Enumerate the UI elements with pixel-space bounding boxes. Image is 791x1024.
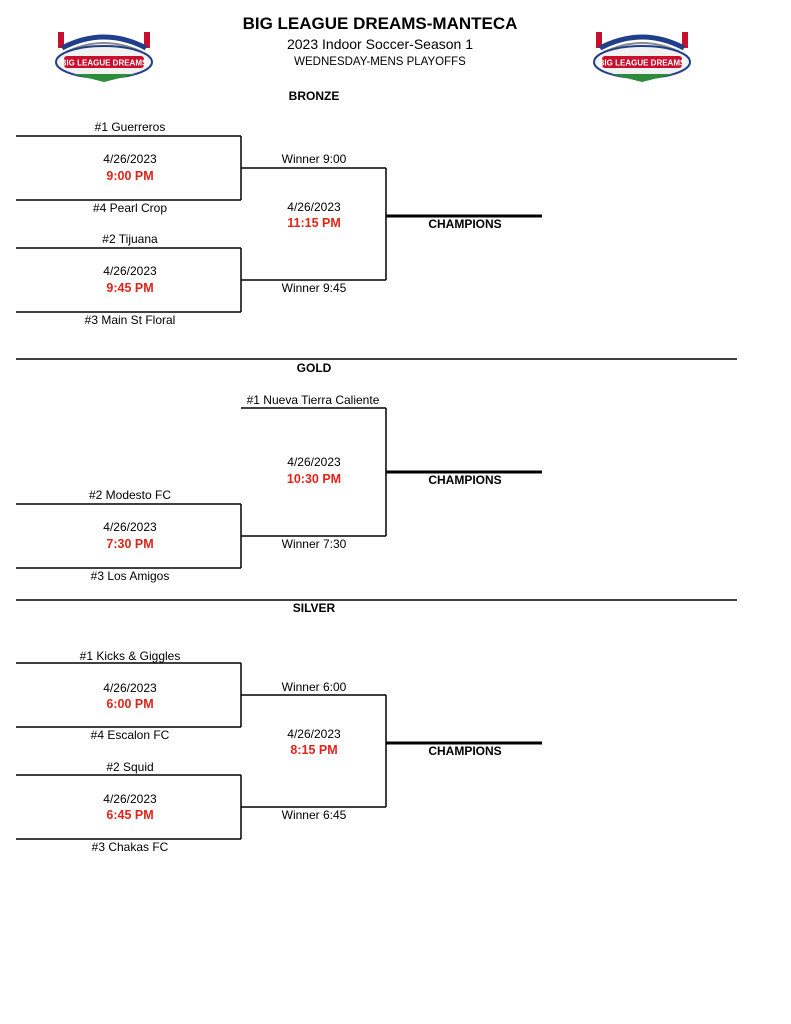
gold-final-time: 10:30 PM bbox=[286, 472, 342, 486]
silver-team4: #4 Escalon FC bbox=[90, 728, 170, 742]
silver-game1-time: 6:00 PM bbox=[106, 697, 154, 711]
silver-team3: #3 Chakas FC bbox=[91, 840, 169, 854]
logo-left-text: BIG LEAGUE DREAMS bbox=[61, 59, 148, 68]
bronze-game1-date: 4/26/2023 bbox=[103, 152, 157, 166]
bronze-team3: #3 Main St Floral bbox=[84, 313, 176, 327]
bronze-champions-label: CHAMPIONS bbox=[428, 217, 502, 231]
bronze-team1: #1 Guerreros bbox=[94, 120, 166, 134]
gold-team3: #3 Los Amigos bbox=[90, 569, 170, 583]
bronze-team2: #2 Tijuana bbox=[102, 232, 158, 246]
division-label: WEDNESDAY-MENS PLAYOFFS bbox=[294, 56, 466, 68]
silver-section-label: SILVER bbox=[292, 601, 336, 615]
gold-final-date: 4/26/2023 bbox=[287, 455, 341, 469]
gold-team2: #2 Modesto FC bbox=[88, 488, 172, 502]
silver-final-date: 4/26/2023 bbox=[287, 727, 341, 741]
gold-section-label: GOLD bbox=[296, 361, 332, 375]
silver-team2: #2 Squid bbox=[106, 760, 154, 774]
silver-game2-time: 6:45 PM bbox=[106, 808, 154, 822]
gold-game-time: 7:30 PM bbox=[106, 537, 154, 551]
bronze-winner-a: Winner 9:00 bbox=[281, 152, 347, 166]
gold-game-date: 4/26/2023 bbox=[103, 520, 157, 534]
silver-winner-b: Winner 6:45 bbox=[281, 808, 347, 822]
bronze-section-label: BRONZE bbox=[288, 89, 340, 103]
bronze-game2-time: 9:45 PM bbox=[106, 281, 154, 295]
gold-winner: Winner 7:30 bbox=[281, 537, 347, 551]
season-subtitle: 2023 Indoor Soccer-Season 1 bbox=[286, 36, 473, 52]
silver-team1: #1 Kicks & Giggles bbox=[79, 649, 181, 663]
bronze-team4: #4 Pearl Crop bbox=[92, 201, 168, 215]
bronze-game2-date: 4/26/2023 bbox=[103, 264, 157, 278]
big-league-dreams-logo-left: BIG LEAGUE DREAMS bbox=[55, 32, 153, 82]
bronze-final-date: 4/26/2023 bbox=[287, 200, 341, 214]
bronze-game1-time: 9:00 PM bbox=[106, 169, 154, 183]
logo-right-text: BIG LEAGUE DREAMS bbox=[599, 59, 686, 68]
silver-game2-date: 4/26/2023 bbox=[103, 792, 157, 806]
silver-game1-date: 4/26/2023 bbox=[103, 681, 157, 695]
gold-champions-label: CHAMPIONS bbox=[428, 473, 502, 487]
bronze-final-time: 11:15 PM bbox=[287, 216, 341, 230]
silver-champions-label: CHAMPIONS bbox=[428, 744, 502, 758]
silver-winner-a: Winner 6:00 bbox=[281, 680, 347, 694]
bronze-winner-b: Winner 9:45 bbox=[281, 281, 347, 295]
page-title: BIG LEAGUE DREAMS-MANTECA bbox=[242, 14, 518, 33]
big-league-dreams-logo-right: BIG LEAGUE DREAMS bbox=[593, 32, 691, 82]
silver-final-time: 8:15 PM bbox=[290, 743, 338, 757]
gold-team1: #1 Nueva Tierra Caliente bbox=[246, 393, 380, 407]
